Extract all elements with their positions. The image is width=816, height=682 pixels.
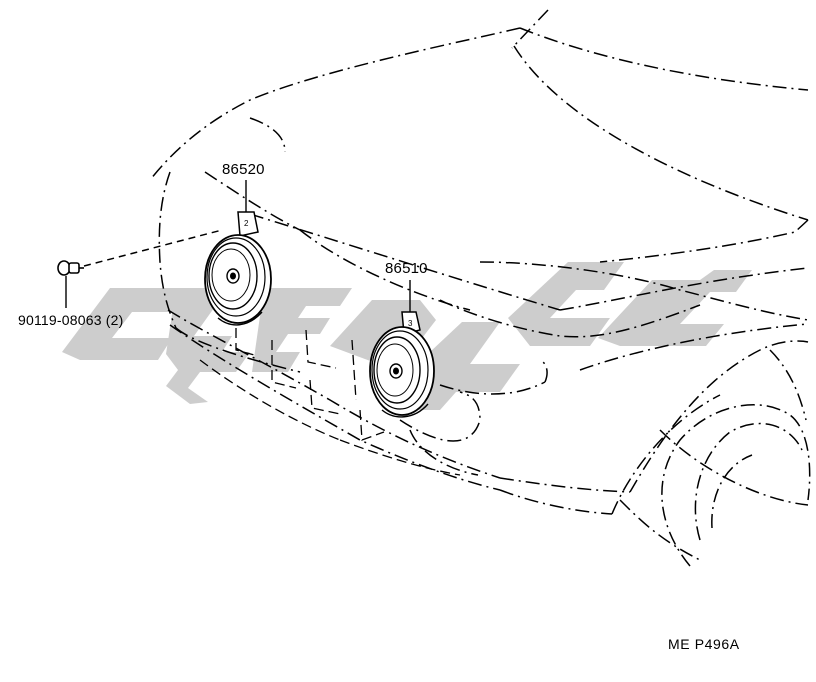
svg-text:3: 3 [408, 319, 413, 328]
part-label-horn-high: 86510 [385, 260, 428, 277]
part-label-bolt: 90119-08063 (2) [18, 312, 124, 328]
svg-text:2: 2 [244, 219, 249, 228]
wheel-outline [661, 404, 811, 567]
bolt-dashed-line [83, 229, 223, 267]
grille-slats [199, 328, 461, 476]
car-body-outline [149, 9, 809, 561]
horn-high-icon: 3 [369, 311, 435, 418]
part-label-horn-low: 86520 [222, 161, 265, 178]
bolt-icon [57, 260, 84, 276]
horn-low-icon: 2 [204, 211, 272, 326]
illustration-code: ME P496A [668, 636, 740, 652]
